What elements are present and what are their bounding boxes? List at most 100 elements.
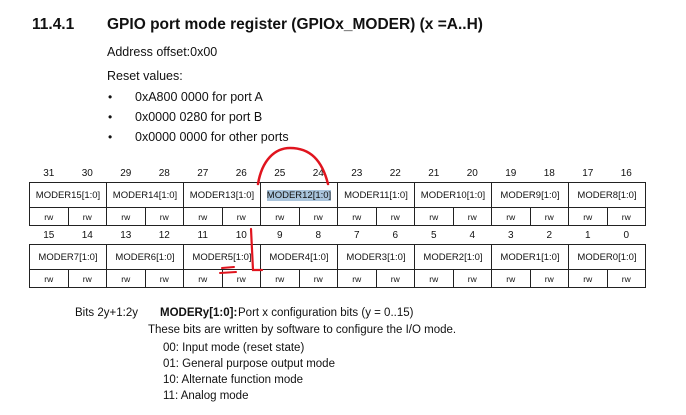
access-type: rw (337, 269, 377, 288)
mode-item: 10: Alternate function mode (163, 374, 304, 386)
bit-number: 15 (43, 229, 55, 241)
bit-number: 18 (543, 167, 555, 179)
field-detail: These bits are written by software to co… (148, 324, 457, 336)
register-field: MODER9[1:0] (491, 182, 569, 208)
access-type: rw (491, 269, 531, 288)
access-type: rw (298, 269, 338, 288)
bit-number-row: 31 30 29 28 27 26 25 24 23 22 21 20 19 18 17 16 (30, 164, 646, 183)
access-type: rw (183, 207, 223, 226)
access-type: rw (144, 207, 184, 226)
reset-label: Reset values: (107, 69, 183, 83)
bit-number: 12 (158, 229, 170, 241)
bit-number: 21 (428, 167, 440, 179)
bit-number: 19 (505, 167, 517, 179)
access-type: rw (29, 207, 69, 226)
field-name: MODERy[1:0]: (160, 307, 238, 319)
access-type: rw (106, 269, 146, 288)
register-field-row: MODER15[1:0]MODER14[1:0]MODER13[1:0] MODE… (29, 182, 646, 208)
register-field: MODER13[1:0] (183, 182, 261, 208)
bit-number: 26 (235, 167, 247, 179)
bit-number: 25 (274, 167, 286, 179)
bit-number: 22 (389, 167, 401, 179)
selected-field-text: MODER12[1:0] (266, 189, 332, 201)
bit-number: 6 (392, 229, 399, 241)
access-type: rw (67, 207, 107, 226)
access-type: rw (414, 269, 454, 288)
bit-number: 5 (430, 229, 437, 241)
access-type: rw (529, 269, 569, 288)
register-field: MODER14[1:0] (106, 182, 184, 208)
access-type: rw (221, 269, 261, 288)
bit-number: 8 (315, 229, 322, 241)
bit-number: 13 (120, 229, 132, 241)
access-type: rw (606, 269, 646, 288)
access-type: rw (183, 269, 223, 288)
access-type: rw (452, 207, 492, 226)
register-field: MODER2[1:0] (414, 244, 492, 270)
bit-number: 10 (235, 229, 247, 241)
bit-number: 11 (197, 229, 208, 241)
access-type: rw (260, 207, 300, 226)
register-field: MODER10[1:0] (414, 182, 492, 208)
bit-number: 4 (469, 229, 476, 241)
access-type: rw (144, 269, 184, 288)
register-field: MODER6[1:0] (106, 244, 184, 270)
register-field: MODER12[1:0] (260, 182, 338, 208)
section-title: GPIO port mode register (GPIOx_MODER) (x… (107, 16, 483, 33)
bit-number: 9 (276, 229, 283, 241)
access-type: rw (606, 207, 646, 226)
reset-value: 0x0000 0280 for port B (135, 110, 263, 124)
access-type: rw (452, 269, 492, 288)
mode-item: 01: General purpose output mode (163, 358, 335, 370)
bit-number: 31 (43, 167, 55, 179)
access-type: rw (29, 269, 69, 288)
access-type: rw (568, 207, 608, 226)
bit-number: 29 (120, 167, 132, 179)
section-number: 11.4.1 (32, 16, 75, 33)
access-type: rw (414, 207, 454, 226)
mode-item: 00: Input mode (reset state) (163, 342, 305, 354)
bit-number: 3 (507, 229, 514, 241)
access-type: rw (298, 207, 338, 226)
access-type: rw (375, 207, 415, 226)
bits-range: Bits 2y+1:2y (75, 307, 138, 319)
bit-number: 0 (623, 229, 630, 241)
register-field: MODER4[1:0] (260, 244, 338, 270)
access-type: rw (529, 207, 569, 226)
bit-number: 7 (353, 229, 360, 241)
bullet-icon: • (108, 110, 113, 124)
access-type: rw (337, 207, 377, 226)
bit-number: 24 (312, 167, 324, 179)
field-summary: Port x configuration bits (y = 0..15) (238, 307, 414, 319)
reset-value: 0xA800 0000 for port A (135, 90, 263, 104)
bit-number: 1 (584, 229, 591, 241)
register-field: MODER7[1:0] (29, 244, 107, 270)
bit-number: 2 (546, 229, 553, 241)
access-type: rw (260, 269, 300, 288)
bullet-icon: • (108, 90, 113, 104)
access-type: rw (221, 207, 261, 226)
address-offset: Address offset:0x00 (107, 45, 218, 59)
bullet-icon: • (108, 130, 113, 144)
access-type: rw (106, 207, 146, 226)
register-field: MODER15[1:0] (29, 182, 107, 208)
bit-number: 27 (197, 167, 209, 179)
bit-number: 30 (81, 167, 93, 179)
access-type: rw (568, 269, 608, 288)
bit-number: 17 (582, 167, 594, 179)
register-field-row: MODER7[1:0]MODER6[1:0]MODER5[1:0]MODER4[… (29, 244, 646, 270)
bit-number: 28 (158, 167, 170, 179)
reset-value: 0x0000 0000 for other ports (135, 130, 289, 144)
bit-number: 16 (620, 167, 632, 179)
register-field: MODER11[1:0] (337, 182, 415, 208)
access-type: rw (67, 269, 107, 288)
register-field: MODER8[1:0] (568, 182, 646, 208)
register-field: MODER5[1:0] (183, 244, 261, 270)
register-field: MODER3[1:0] (337, 244, 415, 270)
bit-number: 23 (351, 167, 363, 179)
mode-item: 11: Analog mode (163, 390, 249, 402)
access-type: rw (491, 207, 531, 226)
bit-number: 20 (466, 167, 478, 179)
